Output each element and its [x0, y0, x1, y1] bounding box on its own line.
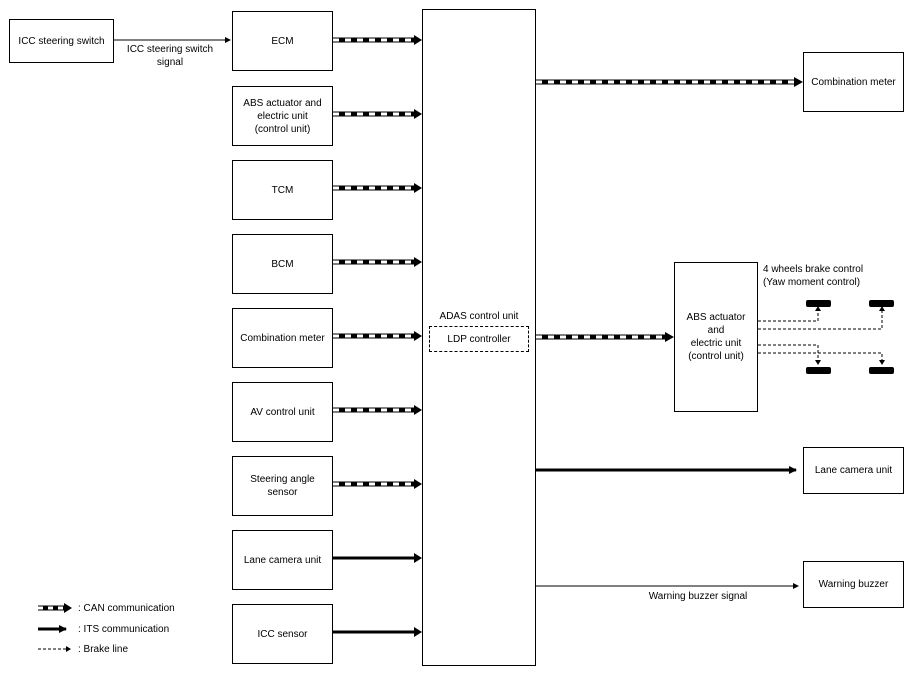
can-link-abs-out: [536, 332, 674, 342]
can-link-abs: [333, 109, 422, 119]
unit-lane-camera-left: Lane camera unit: [232, 530, 333, 590]
icc-steering-switch-label: ICC steering switch: [18, 35, 105, 47]
its-link-lane_camera_unit: [333, 553, 422, 563]
can-link-bcm: [333, 257, 422, 267]
brake-arrowheads: [815, 306, 885, 365]
unit-tcm: TCM: [232, 160, 333, 220]
wheel-front-left: [806, 300, 831, 307]
unit-lane-camera-right: Lane camera unit: [803, 447, 904, 494]
icc-steering-switch-box: ICC steering switch: [9, 19, 114, 63]
unit-bcm-label: BCM: [271, 258, 294, 270]
unit-tcm-label: TCM: [271, 184, 294, 196]
unit-combination-meter-right: Combination meter: [803, 52, 904, 112]
unit-av-control-label: AV control unit: [250, 406, 315, 418]
can-link-av_control_unit: [333, 405, 422, 415]
unit-av-control: AV control unit: [232, 382, 333, 442]
unit-combination-meter-right-label: Combination meter: [811, 76, 896, 88]
adas-control-unit: ADAS control unit LDP controller: [422, 9, 536, 666]
unit-steering-angle-sensor: Steering angle sensor: [232, 456, 333, 516]
ldp-controller: LDP controller: [429, 326, 529, 352]
unit-ecm: ECM: [232, 11, 333, 71]
unit-icc-sensor: ICC sensor: [232, 604, 333, 664]
left-unit-links: [333, 35, 422, 637]
unit-abs-left: ABS actuator and electric unit (control …: [232, 86, 333, 146]
brake-lines: [758, 310, 883, 361]
adas-title: ADAS control unit: [439, 311, 519, 322]
its-link-icc_sensor: [333, 627, 422, 637]
unit-abs-right-label: ABS actuator and electric unit (control …: [686, 312, 746, 362]
unit-warning-buzzer-label: Warning buzzer: [818, 579, 889, 590]
icc-switch-signal-label: ICC steering switch signal: [126, 44, 214, 68]
can-link-steering_angle_sensor: [333, 479, 422, 489]
unit-ecm-label: ECM: [271, 35, 294, 47]
unit-steering-angle-sensor-label: Steering angle sensor: [250, 474, 315, 498]
legend-brake-label: : Brake line: [78, 644, 129, 655]
brake-control-label: 4 wheels brake control (Yaw moment contr…: [763, 264, 864, 288]
wheel-rear-left: [806, 367, 831, 374]
warning-buzzer-signal-label: Warning buzzer signal: [648, 591, 748, 602]
unit-lane-camera-right-label: Lane camera unit: [814, 465, 893, 476]
unit-abs-left-label: ABS actuator and electric unit (control …: [243, 97, 322, 135]
legend-can-symbol: [38, 603, 72, 613]
legend-can-label: : CAN communication: [78, 603, 175, 614]
can-link-ecm: [333, 35, 422, 45]
unit-combination-meter-left: Combination meter: [232, 308, 333, 368]
unit-icc-sensor-label: ICC sensor: [257, 628, 308, 640]
can-link-combination-meter-out: [536, 77, 803, 87]
unit-warning-buzzer: Warning buzzer: [803, 561, 904, 608]
unit-combination-meter-left-label: Combination meter: [240, 332, 325, 344]
can-link-combination_meter: [333, 331, 422, 341]
unit-bcm: BCM: [232, 234, 333, 294]
wheel-front-right: [869, 300, 894, 307]
unit-lane-camera-left-label: Lane camera unit: [243, 554, 322, 566]
wheel-rear-right: [869, 367, 894, 374]
legend-brake-symbol: [38, 646, 71, 652]
legend-its-label: : ITS communication: [78, 624, 170, 635]
can-link-tcm: [333, 183, 422, 193]
unit-abs-right: ABS actuator and electric unit (control …: [674, 262, 758, 412]
